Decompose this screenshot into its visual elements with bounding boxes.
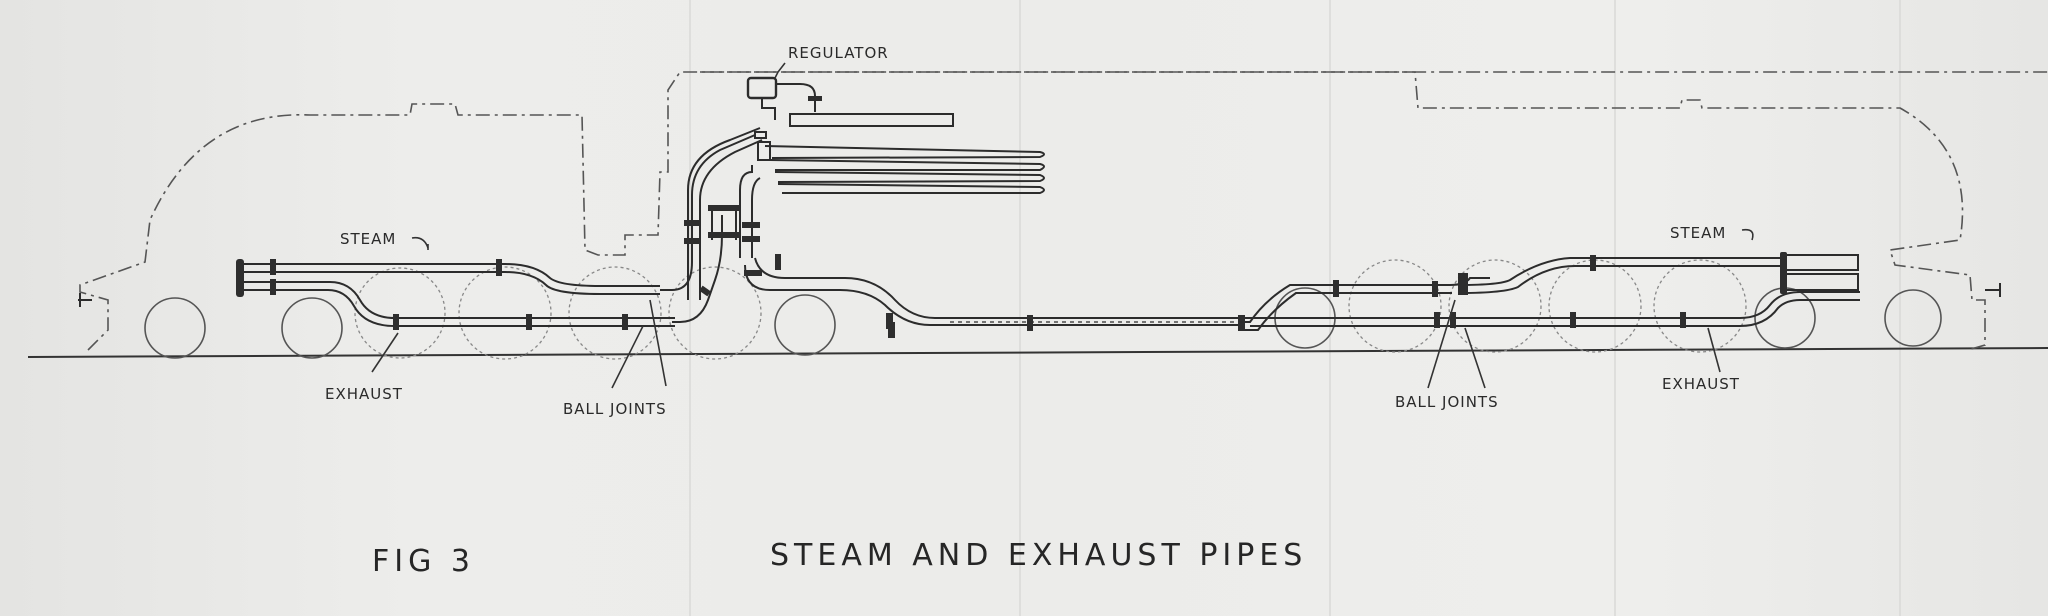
label-ball-joints-left: BALL JOINTS	[563, 400, 667, 418]
figure-title: STEAM AND EXHAUST PIPES	[770, 538, 1308, 573]
superheater-elements	[764, 145, 1045, 194]
steam-pipes-left	[236, 259, 675, 330]
buffer-right	[1985, 283, 2001, 297]
regulator-assembly	[746, 76, 954, 161]
central-pipe-cluster	[660, 127, 1245, 338]
wheels	[144, 259, 1942, 360]
label-steam-left: STEAM	[340, 230, 397, 248]
label-ball-joints-right: BALL JOINTS	[1395, 393, 1499, 411]
paper-folds	[689, 0, 1901, 616]
label-steam-right: STEAM	[1670, 224, 1727, 242]
figure-number: FIG 3	[372, 544, 475, 579]
label-regulator: REGULATOR	[788, 44, 889, 62]
locomotive-body-outline-rear	[700, 71, 1986, 351]
label-leaders	[371, 62, 1754, 389]
buffer-left	[78, 293, 92, 307]
label-exhaust-left: EXHAUST	[325, 385, 403, 403]
label-exhaust-right: EXHAUST	[1662, 375, 1740, 393]
rail-line	[27, 347, 2048, 358]
steam-pipes-right	[1240, 252, 1860, 331]
locomotive-body-outline	[79, 71, 2048, 351]
